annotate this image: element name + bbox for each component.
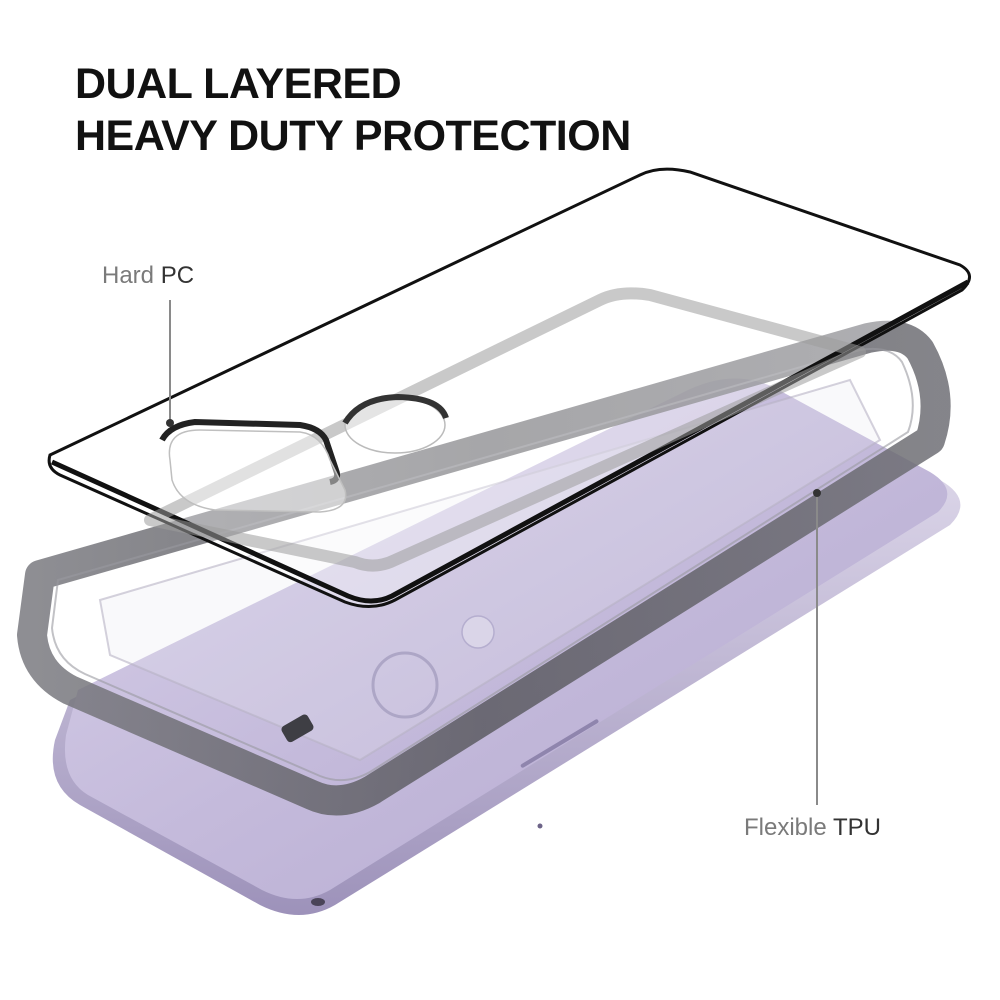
callout-hard-pc: Hard PC [102, 262, 194, 290]
callout-flexible-tpu: Flexible TPU [744, 814, 881, 842]
callout-hard-pc-emphasis: PC [160, 262, 195, 289]
headline: DUAL LAYERED HEAVY DUTY PROTECTION [75, 58, 631, 162]
headline-line-2: HEAVY DUTY PROTECTION [75, 112, 631, 160]
tpu-dot [813, 489, 821, 497]
hard-pc-dot [166, 419, 174, 427]
callout-tpu-emphasis: TPU [832, 814, 881, 841]
camera-cutout [159, 418, 341, 485]
callout-tpu-prefix: Flexible [744, 814, 827, 841]
fingerprint-sensor [371, 651, 439, 719]
hard-pc-plate [47, 167, 971, 608]
leader-lines [166, 300, 821, 805]
headline-line-1: DUAL LAYERED [75, 60, 402, 108]
logo-mark [461, 615, 495, 649]
callout-hard-pc-prefix: Hard [102, 262, 155, 289]
